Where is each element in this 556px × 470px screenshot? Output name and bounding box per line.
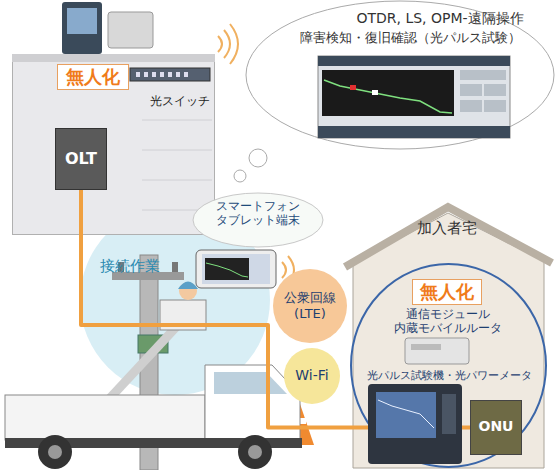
otdr-screenshot xyxy=(318,56,510,138)
fiber-line xyxy=(81,190,470,428)
optical-switch: 光スイッチ xyxy=(128,66,216,112)
speech-bubble: OTDR, LS, OPM-遠隔操作障害検知・復旧確認（光パルス試験） xyxy=(245,0,555,150)
device-bubble: スマートフォン タブレット端末 xyxy=(192,192,324,248)
phone-trace-area xyxy=(205,258,249,280)
facade-line xyxy=(142,150,212,151)
router-body xyxy=(405,338,469,364)
switch-chassis xyxy=(130,68,210,81)
device-bubble-shape xyxy=(193,193,323,247)
tester-trace xyxy=(378,400,434,428)
worker-head xyxy=(179,282,197,300)
truck-boom xyxy=(110,325,178,398)
remote-module xyxy=(108,12,153,48)
speech-bubble-text: 障害検知・復旧確認（光パルス試験） xyxy=(285,30,535,46)
facade-line xyxy=(142,120,212,121)
wave-arc xyxy=(218,36,222,52)
phone-body xyxy=(196,250,276,288)
wheel-hub xyxy=(48,445,62,459)
worker-helmet xyxy=(178,282,198,290)
tester-body xyxy=(62,2,102,54)
work-label: 接続作業 xyxy=(100,257,190,275)
wave-arc xyxy=(282,262,286,278)
wheel xyxy=(238,435,272,469)
subscriber-house-shape xyxy=(353,213,544,468)
screen-frame xyxy=(318,56,510,138)
smartphone xyxy=(196,250,276,288)
house-roof xyxy=(345,207,552,267)
unmanned-zone-text: 光パルス試験機・光パワーメータ xyxy=(354,369,544,382)
insulator xyxy=(172,262,178,272)
roof-ledge xyxy=(12,54,215,62)
phone-screen xyxy=(202,254,270,284)
speech-bubble-shape xyxy=(246,1,554,149)
olt-box-shape xyxy=(56,129,107,190)
switch-port xyxy=(184,72,188,77)
lte-circle: 公衆回線 (LTE) xyxy=(272,268,348,344)
wifi-circle: Wi-Fi xyxy=(283,347,341,405)
olt-box: OLT xyxy=(55,128,107,190)
lte-circle-shape xyxy=(273,269,347,343)
switch-port xyxy=(176,72,180,77)
event-marker xyxy=(350,85,356,90)
phone-trace xyxy=(206,263,248,277)
bucket-truck xyxy=(5,282,302,470)
wave-arc xyxy=(230,24,238,64)
tester-screen xyxy=(67,8,97,34)
facade-line xyxy=(142,180,212,181)
switch-port xyxy=(144,72,148,77)
truck-bed xyxy=(5,395,205,440)
unmanned-zone-text: 通信モジュール 内蔵モバイルルータ xyxy=(383,307,513,336)
tester-screen xyxy=(376,392,436,438)
unmanned-zone-text: 無人化 xyxy=(412,279,482,305)
onu-box-shape xyxy=(471,401,522,455)
cab-window xyxy=(214,372,287,394)
tester-body xyxy=(368,384,462,464)
wave-arc xyxy=(224,30,230,58)
wheel-hub xyxy=(248,445,262,459)
olt-box-text: OLT xyxy=(55,149,107,168)
otdr-trace xyxy=(324,80,452,113)
trace-area xyxy=(322,70,454,116)
wheel xyxy=(38,435,72,469)
onu-box-text: ONU xyxy=(470,418,522,435)
panel-button xyxy=(484,100,506,112)
roof-tester xyxy=(62,2,153,54)
thought-dot xyxy=(234,170,246,182)
unmanned-zone-shape xyxy=(351,264,546,467)
office-building-text: 無人化 xyxy=(57,64,129,90)
tester-keys xyxy=(442,394,456,434)
event-marker xyxy=(372,90,378,95)
onu-box: ONU xyxy=(470,400,522,455)
router-panel xyxy=(411,344,441,350)
screen-status-bar xyxy=(318,126,510,138)
lte-circle-text: 公衆回線 (LTE) xyxy=(278,290,342,321)
thought-dot xyxy=(249,149,267,167)
pulse-tester xyxy=(368,384,462,464)
office-building-shape xyxy=(13,61,215,235)
screen-title-bar xyxy=(318,56,510,66)
office-building: 無人化 OLT xyxy=(12,60,215,235)
wifi-circle-shape xyxy=(284,348,340,404)
subscriber-house-text: 加入者宅 xyxy=(405,219,489,237)
switch-port xyxy=(168,72,172,77)
switch-port xyxy=(136,72,140,77)
panel-button xyxy=(460,84,482,96)
wifi-circle-text: Wi-Fi xyxy=(283,367,341,384)
panel-button xyxy=(460,70,506,80)
speech-bubble-text: OTDR, LS, OPM-遠隔操作 xyxy=(325,10,555,27)
panel-button xyxy=(484,84,506,96)
switch-port xyxy=(160,72,164,77)
mobile-router xyxy=(405,338,469,364)
panel-button xyxy=(460,100,482,112)
switch-port xyxy=(152,72,156,77)
optical-switch-text: 光スイッチ xyxy=(150,94,216,108)
device-bubble-text: スマートフォン タブレット端末 xyxy=(208,199,308,228)
